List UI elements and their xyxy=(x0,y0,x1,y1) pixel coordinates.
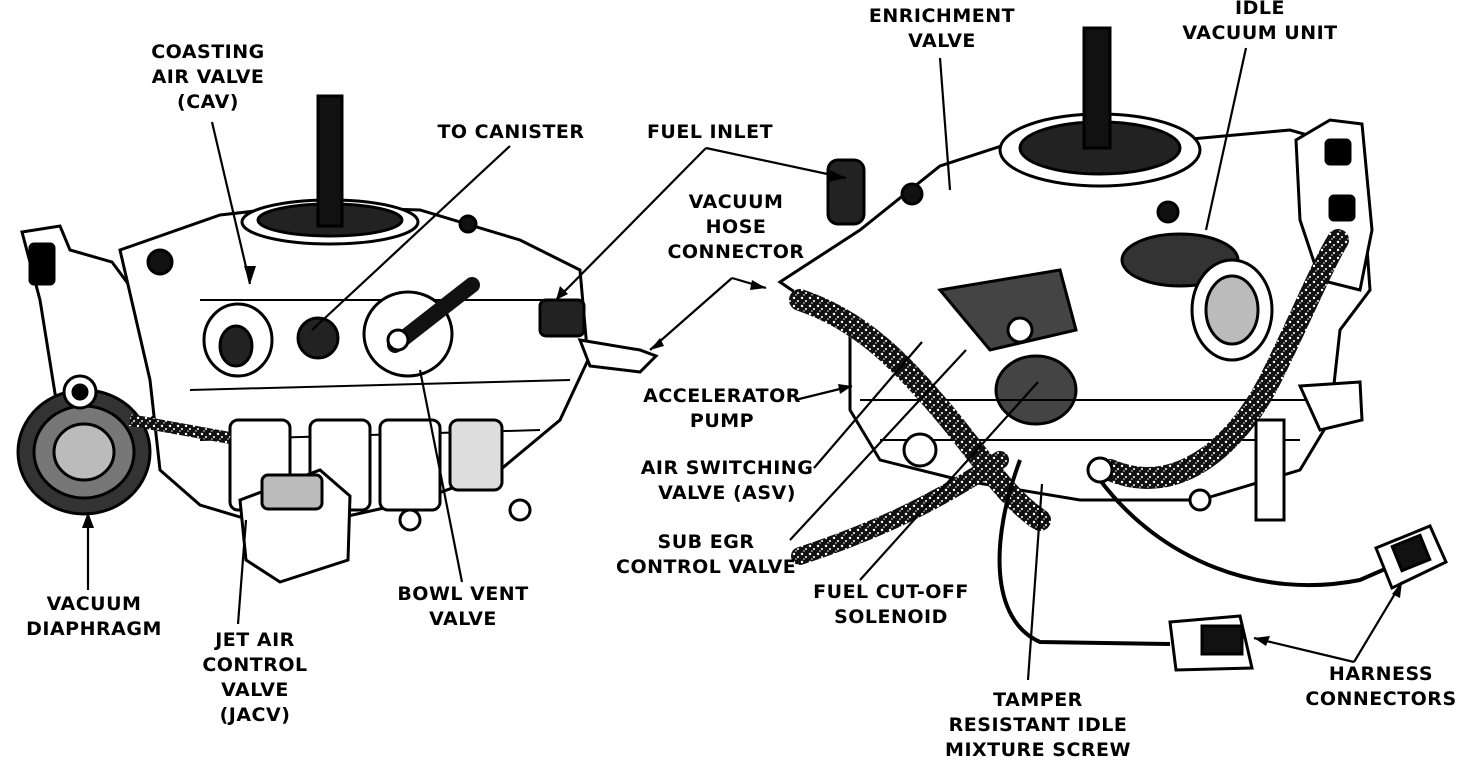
arrow-icon xyxy=(650,338,664,350)
arrow-icon xyxy=(838,384,852,394)
arrow-icon xyxy=(1254,636,1270,646)
arrow-icon xyxy=(556,286,568,300)
right-carburetor xyxy=(777,26,1448,672)
left-carburetor xyxy=(16,94,659,584)
arrow-icon xyxy=(244,266,256,284)
arrow-icon xyxy=(1392,582,1402,598)
arrow-icon xyxy=(828,170,846,182)
label-to-canister: TO CANISTER xyxy=(437,121,585,143)
arrowheads xyxy=(82,170,1402,646)
leader-lines xyxy=(86,47,1403,681)
arrow-icon xyxy=(82,512,94,528)
label-fuel-inlet: FUEL INLET xyxy=(646,121,774,143)
arrow-icon xyxy=(750,280,766,290)
